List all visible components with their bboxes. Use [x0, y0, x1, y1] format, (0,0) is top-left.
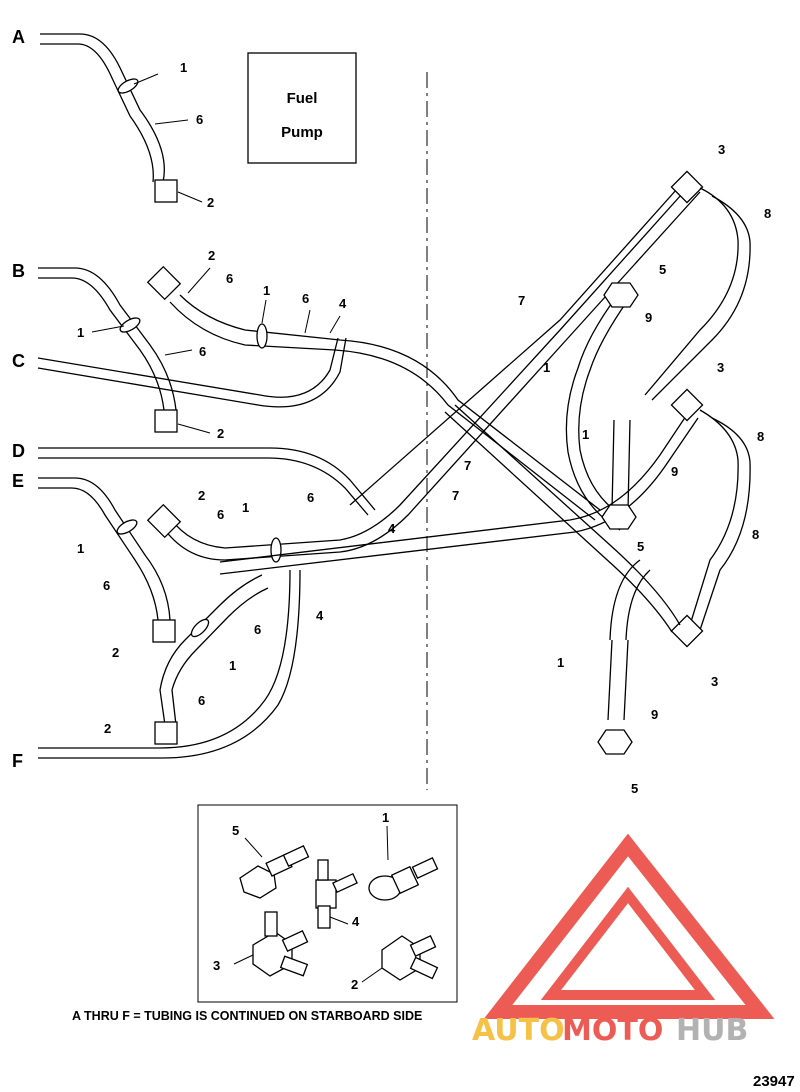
fitting-4-tee	[315, 859, 358, 929]
callout-3: 3	[717, 360, 724, 375]
callout-8: 8	[757, 429, 764, 444]
callout-1: 1	[263, 283, 270, 298]
callout-1: 1	[229, 658, 236, 673]
callout-6: 6	[307, 490, 314, 505]
tube-label-a: A	[12, 27, 25, 47]
callout-2: 2	[207, 195, 214, 210]
callout-5: 5	[659, 262, 666, 277]
fitting-legend	[197, 804, 458, 1003]
figure-number: 23947	[753, 1073, 795, 1090]
tube-label-b: B	[12, 261, 25, 281]
callout-2: 2	[112, 645, 119, 660]
callout-5: 5	[637, 539, 644, 554]
callout-labels: 1 6 2 2 6 1 6 4 1 6 2 2 6 1 6 4 1 6 4 6 …	[77, 60, 771, 992]
fuel-pump-label-line2: Pump	[281, 124, 323, 141]
callout-6: 6	[198, 693, 205, 708]
callout-9: 9	[651, 707, 658, 722]
fuel-pump-box: Fuel Pump	[247, 52, 357, 164]
callout-1: 1	[543, 360, 550, 375]
tube-c	[37, 337, 347, 408]
callout-1: 1	[180, 60, 187, 75]
tube-label-c: C	[12, 351, 25, 371]
callout-8: 8	[764, 206, 771, 221]
callout-7: 7	[464, 458, 471, 473]
tube-end-letters: A B C D E F	[12, 27, 25, 771]
callout-6: 6	[254, 622, 261, 637]
legend-footer-note: A THRU F = TUBING IS CONTINUED ON STARBO…	[72, 1009, 422, 1023]
callout-6: 6	[199, 344, 206, 359]
tube-f	[38, 569, 301, 759]
callout-7: 7	[452, 488, 459, 503]
legend-callout-1: 1	[382, 810, 389, 825]
tube-label-d: D	[12, 441, 25, 461]
tube-b	[38, 267, 211, 434]
tube-a	[40, 33, 203, 203]
fitting-5-hex-adapter	[239, 845, 310, 899]
callout-6: 6	[196, 112, 203, 127]
watermark-hub: HUB	[676, 1013, 748, 1048]
watermark-moto: MOTO	[562, 1013, 663, 1048]
callout-4: 4	[339, 296, 347, 311]
callout-6: 6	[217, 507, 224, 522]
callout-1: 1	[582, 427, 589, 442]
callout-5: 5	[631, 781, 638, 796]
watermark-auto: AUTO	[472, 1013, 565, 1048]
lower-tee-assembly	[146, 184, 701, 575]
tube-d	[38, 447, 376, 516]
upper-tee-assembly	[146, 265, 601, 521]
callout-1: 1	[77, 325, 84, 340]
callout-6: 6	[226, 271, 233, 286]
callout-1: 1	[77, 541, 84, 556]
fitting-3-elbow	[252, 911, 309, 977]
callout-9: 9	[671, 464, 678, 479]
fitting-2-elbow	[381, 935, 439, 981]
callout-1: 1	[557, 655, 564, 670]
callout-6: 6	[302, 291, 309, 306]
tube-label-f: F	[12, 751, 23, 771]
legend-callout-2: 2	[351, 977, 358, 992]
callout-7: 7	[518, 293, 525, 308]
callout-8: 8	[752, 527, 759, 542]
fuel-pump-label-line1: Fuel	[287, 90, 318, 107]
callout-3: 3	[718, 142, 725, 157]
callout-4: 4	[316, 608, 324, 623]
callout-2: 2	[217, 426, 224, 441]
callout-4: 4	[388, 521, 396, 536]
fitting-1-check-valve	[368, 857, 439, 901]
tube-label-e: E	[12, 471, 24, 491]
callout-2: 2	[104, 721, 111, 736]
callout-6: 6	[103, 578, 110, 593]
callout-1: 1	[242, 500, 249, 515]
tube-e	[38, 477, 176, 643]
legend-callout-5: 5	[232, 823, 239, 838]
legend-callout-3: 3	[213, 958, 220, 973]
callout-2: 2	[208, 248, 215, 263]
legend-callout-4: 4	[352, 914, 360, 929]
watermark-logo: AUTO MOTO HUB	[472, 833, 775, 1048]
callout-2: 2	[198, 488, 205, 503]
right-tube-network	[349, 170, 751, 755]
callout-3: 3	[711, 674, 718, 689]
callout-9: 9	[645, 310, 652, 325]
